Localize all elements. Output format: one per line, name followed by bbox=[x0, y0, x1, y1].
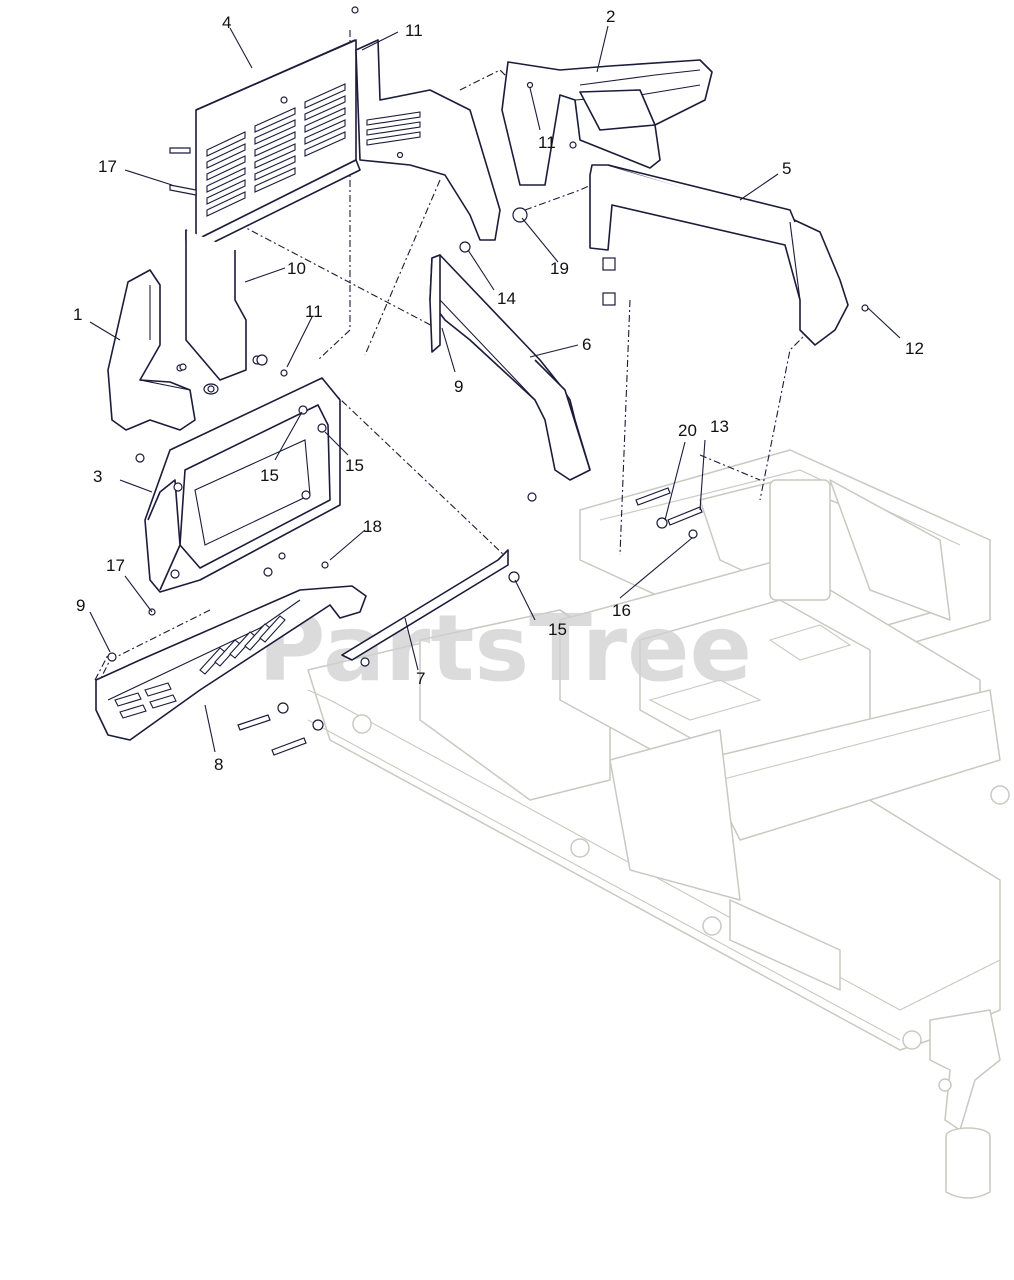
callout-11-mid: 11 bbox=[305, 302, 323, 321]
callout-13: 13 bbox=[710, 417, 729, 436]
callout-6: 6 bbox=[582, 335, 591, 354]
callout-1: 1 bbox=[73, 305, 82, 324]
callout-15-mid-left: 15 bbox=[260, 466, 279, 485]
part-4-rear-vented-panel bbox=[185, 39, 361, 381]
part-7-side-strip bbox=[341, 549, 509, 667]
callout-3: 3 bbox=[93, 467, 102, 486]
callout-9-upper: 9 bbox=[454, 377, 463, 396]
callout-2: 2 bbox=[606, 7, 615, 26]
callout-labels: 4 11 2 11 17 5 10 19 14 11 1 6 12 9 13 2… bbox=[73, 7, 924, 774]
callout-9-lower: 9 bbox=[76, 596, 85, 615]
callout-11-top: 11 bbox=[405, 21, 423, 40]
leader-lines bbox=[89, 25, 901, 753]
part-2-upper-bracket bbox=[501, 59, 713, 186]
callout-15-mid-right: 15 bbox=[345, 456, 364, 475]
callout-5: 5 bbox=[782, 159, 791, 178]
vent-slots bbox=[206, 83, 346, 217]
callout-16: 16 bbox=[612, 601, 631, 620]
callout-15-lower: 15 bbox=[548, 620, 567, 639]
part-6-side-cover bbox=[429, 254, 591, 502]
callout-10: 10 bbox=[287, 259, 306, 278]
callout-20: 20 bbox=[678, 421, 697, 440]
callout-18: 18 bbox=[363, 517, 382, 536]
callout-8: 8 bbox=[214, 755, 223, 774]
part-1-left-bracket bbox=[107, 269, 196, 431]
callout-17-top: 17 bbox=[98, 157, 117, 176]
callout-11-right: 11 bbox=[538, 133, 556, 152]
callout-7: 7 bbox=[416, 669, 425, 688]
part-5-rear-cross-panel bbox=[589, 164, 849, 346]
center-rear-bracket bbox=[355, 39, 501, 241]
callout-4: 4 bbox=[222, 13, 231, 32]
chassis-frame bbox=[307, 449, 1010, 1199]
callout-14: 14 bbox=[497, 289, 516, 308]
watermark-text: PartsTree bbox=[258, 595, 752, 702]
callout-19: 19 bbox=[550, 259, 569, 278]
part-8-floor-plate bbox=[95, 552, 367, 741]
callout-12: 12 bbox=[905, 339, 924, 358]
callout-17-lower: 17 bbox=[106, 556, 125, 575]
